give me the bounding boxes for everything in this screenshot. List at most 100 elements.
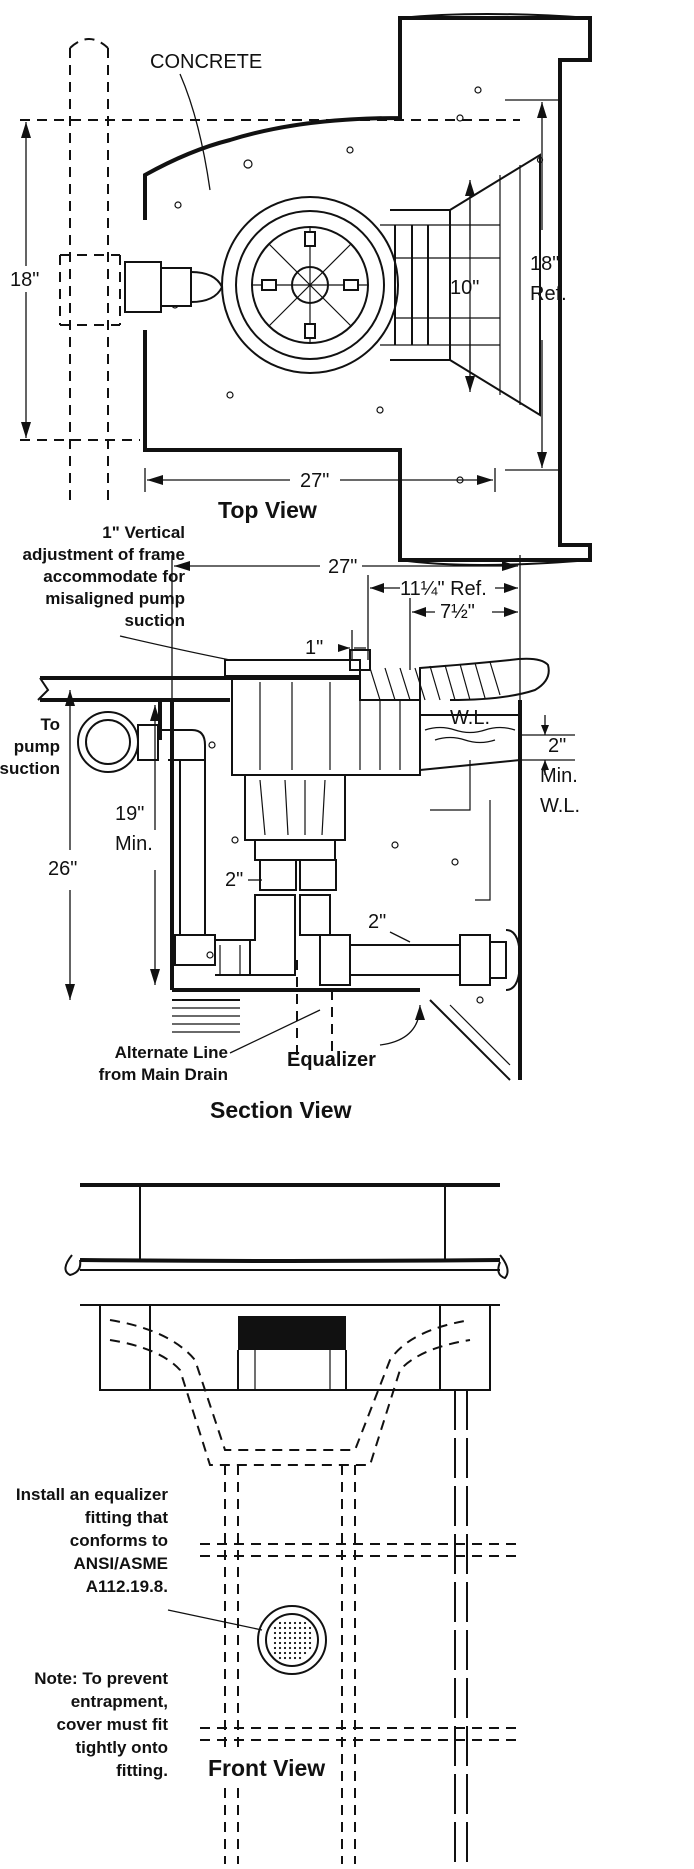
wl-label: W.L. — [450, 707, 490, 729]
dim-throat-10-text: 10" — [450, 277, 479, 299]
equalizer-note-line1: Install an equalizer — [16, 1485, 168, 1504]
equalizer-arrow — [415, 1005, 425, 1020]
perforation-dot — [293, 1656, 297, 1660]
frame-note-line3: accommodate for — [43, 567, 185, 586]
dim-19-min — [150, 705, 160, 985]
perforation-dot — [278, 1656, 282, 1660]
frame-note-line2: adjustment of frame — [23, 545, 185, 564]
perforation-dot — [303, 1631, 307, 1635]
alt-line-label-1: Alternate Line — [115, 1043, 228, 1062]
perforation-dot — [283, 1621, 287, 1625]
to-label: To — [40, 715, 60, 734]
perforation-dot — [283, 1651, 287, 1655]
perforation-dot — [298, 1631, 302, 1635]
skimmer-frame-front — [80, 1269, 500, 1391]
entrapment-note-line2: entrapment, — [71, 1692, 168, 1711]
dim-section-27-text: 27" — [328, 556, 357, 578]
perforation-dot — [278, 1646, 282, 1650]
section-view: 1" Vertical adjustment of frame accommod… — [0, 523, 580, 1123]
dashed-pipe-top — [59, 38, 121, 500]
section-view-title: Section View — [210, 1097, 352, 1123]
perforation-dot — [273, 1631, 277, 1635]
equalizer-note-leader — [167, 1609, 263, 1631]
alt-line-label-2: from Main Drain — [99, 1065, 228, 1084]
skimmer-bowl-top — [221, 196, 399, 374]
concrete-leader — [179, 73, 211, 191]
perforation-dot — [308, 1636, 312, 1640]
dim-2a-text: 2" — [225, 869, 243, 891]
perforation-dot — [288, 1641, 292, 1645]
equalizer-label: Equalizer — [287, 1049, 376, 1071]
perforation-dot — [278, 1626, 282, 1630]
entrapment-note-line5: fitting. — [116, 1761, 168, 1780]
dim-26 — [65, 690, 75, 1000]
skimmer-throat-top — [380, 153, 541, 417]
entrapment-note-line4: tightly onto — [75, 1738, 168, 1757]
dim-11-ref — [367, 575, 518, 660]
perforation-dot — [278, 1636, 282, 1640]
pool-wall-section — [172, 741, 511, 1081]
alt-line-leader — [229, 1009, 321, 1054]
perforation-dot — [283, 1641, 287, 1645]
pump-label: pump — [14, 737, 60, 756]
dim-11-ref-text: 11¼" Ref. — [400, 578, 487, 600]
perforation-dot — [308, 1646, 312, 1650]
perforation-dot — [303, 1641, 307, 1645]
perforation-dot — [298, 1656, 302, 1660]
dim-2b-leader — [389, 931, 411, 943]
water-line — [424, 726, 516, 744]
wl2-label: W.L. — [540, 795, 580, 817]
dim-7-half — [409, 598, 518, 670]
perforation-dot — [283, 1626, 287, 1630]
perforation-dot — [293, 1641, 297, 1645]
perforation-dot — [298, 1641, 302, 1645]
equalizer-note-line4: ANSI/ASME — [74, 1554, 168, 1573]
dim-7-half-text: 7½" — [440, 601, 475, 623]
perforation-dot — [283, 1631, 287, 1635]
front-title-bg — [200, 1752, 340, 1782]
perforation-dot — [288, 1651, 292, 1655]
perforation-dot — [278, 1651, 282, 1655]
perforation-dot — [278, 1631, 282, 1635]
skimmer-opening — [238, 1316, 346, 1350]
perforation-dot — [288, 1636, 292, 1640]
concrete-body — [143, 13, 592, 566]
min-label: Min. — [540, 765, 578, 787]
dim-left-bg — [4, 266, 46, 292]
dim-left-18-text: 18" — [10, 269, 39, 291]
bottom-fittings — [219, 859, 522, 991]
dim-bottom-27 — [144, 468, 496, 492]
perforation-dot — [308, 1631, 312, 1635]
concrete-label: CONCRETE — [150, 51, 262, 73]
dim-1in — [338, 630, 366, 660]
top-view-title: Top View — [218, 497, 317, 523]
perforation-dot — [293, 1636, 297, 1640]
perforation-dot — [308, 1641, 312, 1645]
skimmer-lid-front — [64, 1183, 509, 1280]
equalizer-note-line2: fitting that — [85, 1508, 168, 1527]
frame-note-leader — [119, 635, 231, 661]
perforation-dot — [283, 1646, 287, 1650]
dashed-pipes-front — [200, 1390, 520, 1864]
skimmer-frame-section — [224, 649, 371, 677]
dim-26-text: 26" — [48, 858, 77, 880]
equalizer-fitting — [257, 1605, 327, 1675]
equalizer-note-line5: A112.19.8. — [86, 1577, 168, 1596]
perforation-dot — [273, 1636, 277, 1640]
perforation-dot — [288, 1626, 292, 1630]
perforation-dot — [293, 1646, 297, 1650]
dim-right-18-text: 18" — [530, 253, 559, 275]
dim-2b-text: 2" — [368, 911, 386, 933]
perforation-dot — [303, 1626, 307, 1630]
equalizer-note-line3: conforms to — [70, 1531, 168, 1550]
dim-right-18 — [505, 99, 560, 471]
dim-right-ref-text: Ref. — [530, 283, 567, 305]
perforation-dot — [273, 1646, 277, 1650]
perforation-dot — [298, 1636, 302, 1640]
dim-2in-wl-text: 2" — [548, 735, 566, 757]
frame-note-line5: suction — [125, 611, 185, 630]
connector-top — [124, 261, 224, 313]
perforation-dot — [298, 1646, 302, 1650]
perforation-dot — [293, 1621, 297, 1625]
